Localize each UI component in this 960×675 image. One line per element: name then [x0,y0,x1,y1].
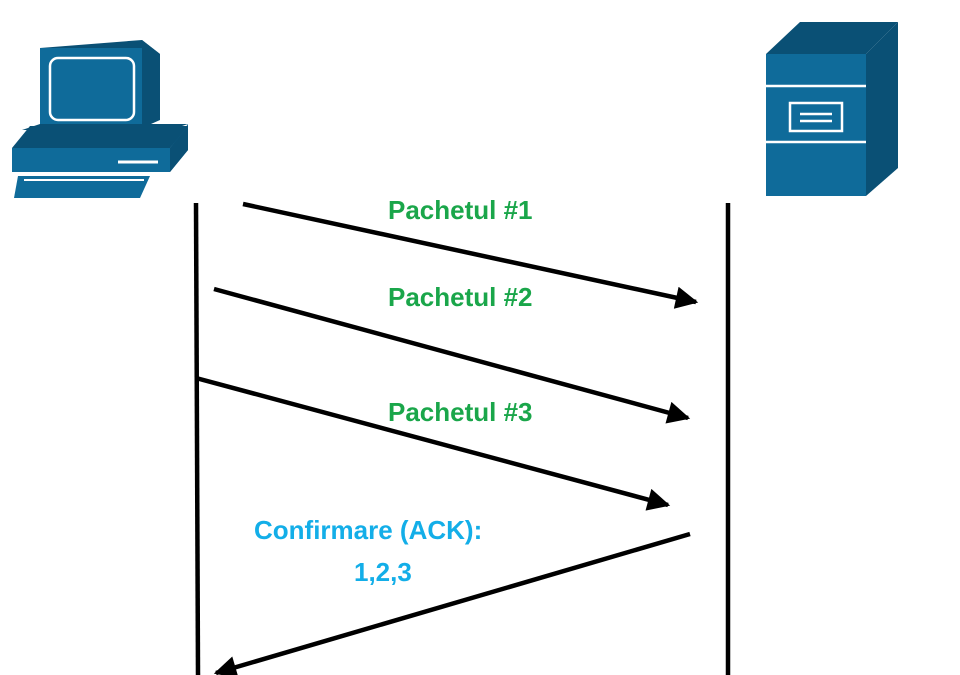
client-lifeline [193,202,201,675]
packet-3-arrow [195,375,671,511]
ack-arrow [213,531,691,675]
packet-1-arrow [242,201,699,309]
ack-label-line1: Confirmare (ACK): [254,515,482,545]
desktop-computer-icon [12,40,188,198]
packet-3-label: Pachetul #3 [388,397,533,427]
ack-label-line2: 1,2,3 [354,557,412,587]
server-tower-icon [766,22,898,196]
packet-2-label: Pachetul #2 [388,282,533,312]
packet-2-arrow [213,286,691,424]
packet-1-label: Pachetul #1 [388,195,533,225]
